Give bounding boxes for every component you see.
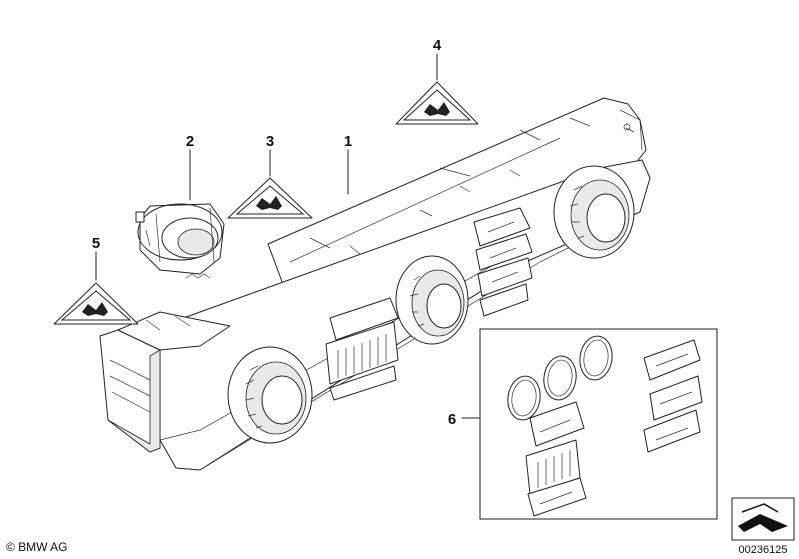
warning-triangle-5 [53, 282, 139, 325]
leader-lines [95, 53, 481, 419]
orientation-arrow-icon [731, 497, 795, 541]
callout-3: 3 [266, 133, 274, 150]
callout-5: 5 [92, 235, 100, 252]
ring-switch-part [135, 203, 225, 279]
left-temperature-knob [227, 346, 313, 444]
diagram-id-label: 00236125 [739, 544, 788, 556]
center-fan-knob [395, 255, 469, 345]
callout-4: 4 [433, 37, 442, 54]
right-temperature-knob [553, 165, 635, 259]
right-button-stack [473, 207, 533, 317]
warning-triangle-4 [395, 81, 479, 125]
climate-control-panel [99, 97, 651, 471]
left-button-stack [325, 297, 399, 401]
callout-6: 6 [448, 411, 456, 428]
callout-1: 1 [344, 133, 352, 150]
callout-2: 2 [186, 133, 194, 150]
copyright-label: © BMW AG [6, 540, 68, 554]
button-kit-box [479, 328, 718, 520]
warning-triangle-3 [227, 177, 313, 219]
